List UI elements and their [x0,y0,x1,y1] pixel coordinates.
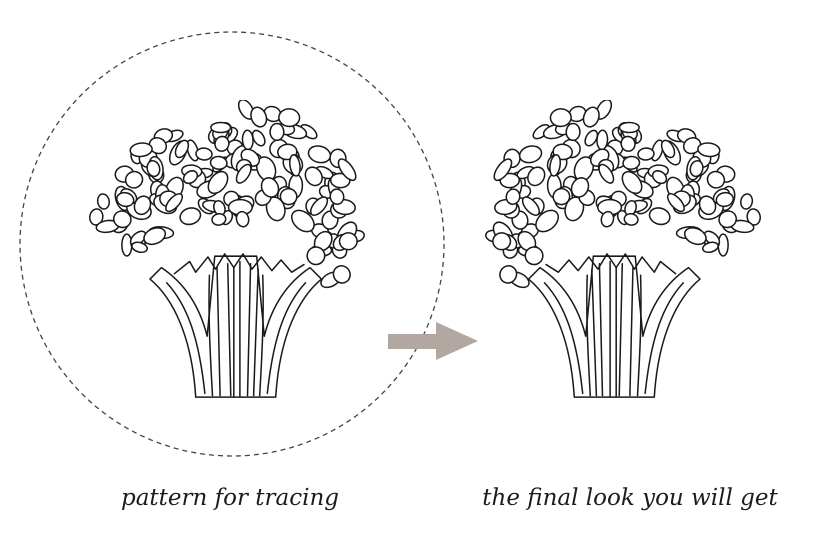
caption-final-look: the final look you will get [482,485,778,511]
arrow-right-icon [388,322,478,360]
dashed-tracing-circle [19,31,445,457]
caption-pattern-for-tracing: pattern for tracing [120,485,340,511]
broccoli-final-illustration [484,100,763,399]
broccoli-pattern-illustration [87,100,366,399]
